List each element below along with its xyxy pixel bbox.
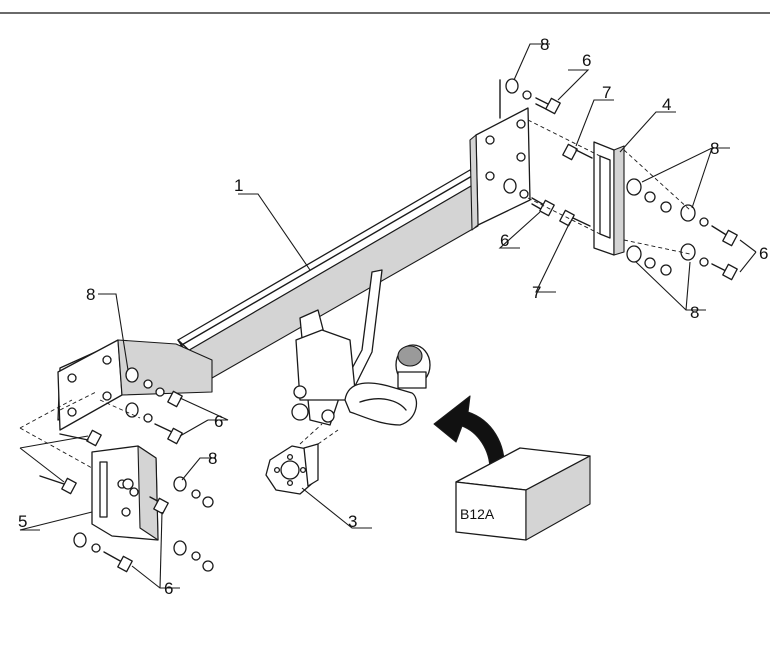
right-mounting-plate bbox=[469, 79, 531, 231]
part-4-spacer-bracket bbox=[593, 141, 625, 256]
leader-lines bbox=[19, 43, 757, 589]
label-part-8-left: 8 bbox=[86, 285, 95, 304]
label-part-6-mid: 6 bbox=[500, 231, 509, 250]
label-part-3: 3 bbox=[348, 512, 357, 531]
tow-hook-assembly bbox=[291, 269, 431, 426]
label-part-8-right-top: 8 bbox=[710, 139, 719, 158]
label-part-4: 4 bbox=[662, 95, 671, 114]
label-part-8-left-bottom: 8 bbox=[208, 449, 217, 468]
box-code-label: B12A bbox=[460, 506, 495, 522]
right-fasteners bbox=[503, 78, 738, 281]
box-b12a: B12A bbox=[455, 447, 591, 541]
callout-labels: 1 3 4 5 6 6 6 6 6 7 7 8 8 8 8 8 bbox=[18, 35, 768, 598]
label-part-8-right-bottom: 8 bbox=[690, 303, 699, 322]
direction-arrow bbox=[433, 395, 505, 471]
part-3-socket-plate bbox=[265, 423, 339, 495]
label-part-6-bottom: 6 bbox=[164, 579, 173, 598]
label-part-1: 1 bbox=[234, 176, 243, 195]
label-part-7-top: 7 bbox=[602, 83, 611, 102]
part-5-spacer-bracket bbox=[91, 445, 159, 541]
left-mounting-plate bbox=[57, 339, 213, 431]
label-part-6-left: 6 bbox=[214, 412, 223, 431]
label-part-5: 5 bbox=[18, 512, 27, 531]
label-part-6-top: 6 bbox=[582, 51, 591, 70]
left-fasteners bbox=[19, 367, 214, 573]
label-part-7-bottom: 7 bbox=[532, 283, 541, 302]
label-part-6-right: 6 bbox=[759, 244, 768, 263]
label-part-8-top: 8 bbox=[540, 35, 549, 54]
